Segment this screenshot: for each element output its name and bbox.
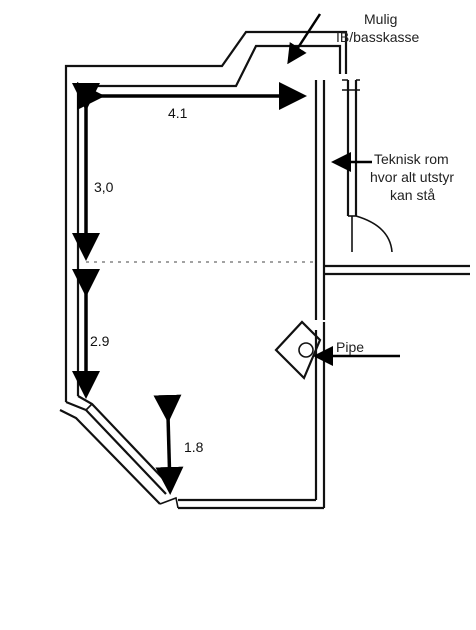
room-walls [59,30,348,510]
dim-label-top-width: 4.1 [168,105,188,121]
ib-note-line1: Mulig [364,11,397,27]
dimension-bottom-diag [153,394,184,495]
tech-note-line2: hvor alt utstyr [370,169,454,185]
technical-room [324,79,470,276]
ib-pointer-arrow [287,13,322,65]
dim-label-left-lower: 2.9 [90,333,110,349]
dim-label-bottom-diag: 1.8 [184,439,204,455]
chimney [274,320,322,380]
tech-note-line3: kan stå [390,187,435,203]
pipe-note: Pipe [336,339,364,355]
ib-note-line2: IB/basskasse [336,29,419,45]
dim-label-left-upper: 3,0 [94,179,114,195]
tech-note-line1: Teknisk rom [374,151,449,167]
